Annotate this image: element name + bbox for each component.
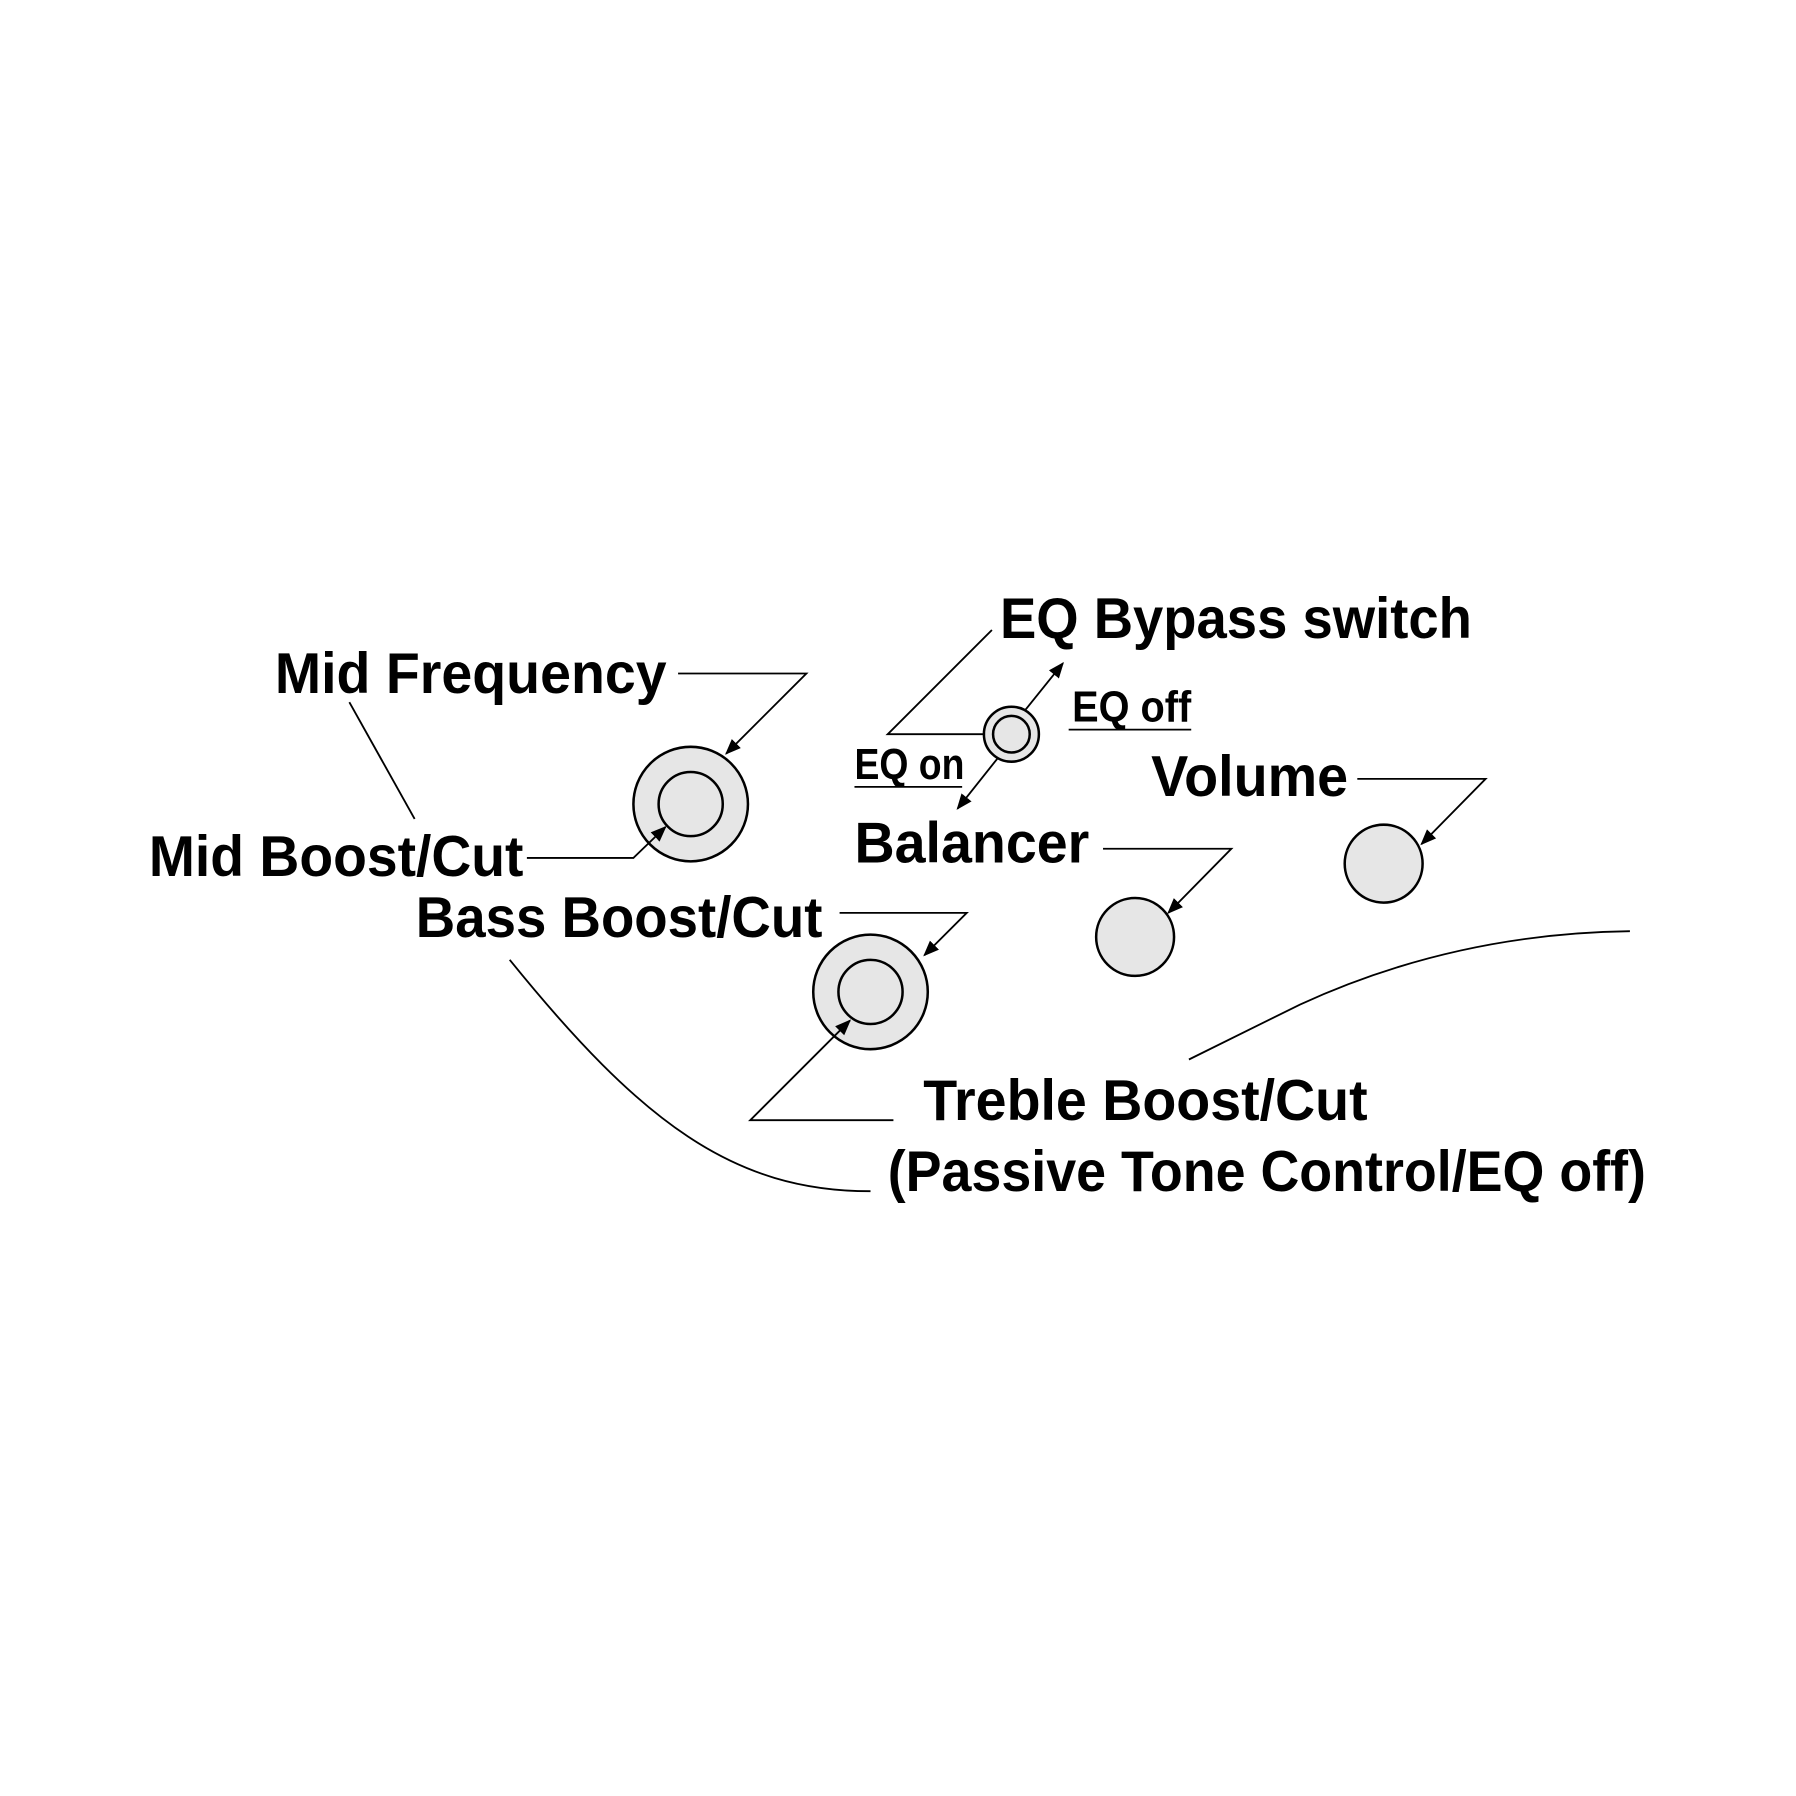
volume-label: Volume: [1151, 745, 1348, 809]
eq-on-label: EQ on: [854, 741, 964, 789]
body-outline-lower: [508, 959, 871, 1193]
mid-boost-cut-label: Mid Boost/Cut: [149, 825, 524, 889]
body-outline-right: [1188, 930, 1630, 1061]
bass-boost-cut-leader: [839, 911, 969, 957]
mid-boost-cut-leader: [526, 825, 667, 859]
treble-note-label: (Passive Tone Control/EQ off): [888, 1140, 1646, 1204]
eq-on-arrow: [956, 757, 999, 810]
balancer-label: Balancer: [854, 811, 1089, 875]
treble-boost-cut-label: Treble Boost/Cut: [923, 1069, 1367, 1133]
eq-off-label: EQ off: [1072, 684, 1192, 732]
mid-frequency-leader: [678, 672, 809, 755]
volume-leader: [1357, 777, 1488, 846]
treble-boost-cut-leader: [748, 1019, 894, 1122]
balancer-knob[interactable]: [1094, 896, 1176, 978]
eq-bypass-leader: [885, 629, 993, 736]
balancer-leader: [1103, 847, 1234, 915]
eq-off-arrow: [1024, 661, 1064, 711]
mid-frequency-label: Mid Frequency: [275, 642, 667, 706]
bass-boost-cut-label: Bass Boost/Cut: [416, 886, 823, 950]
eq-bypass-switch[interactable]: [982, 705, 1041, 763]
eq-bypass-switch-label: EQ Bypass switch: [1000, 587, 1472, 651]
bass-treble-knob[interactable]: [811, 933, 930, 1051]
mid-knob[interactable]: [632, 745, 750, 863]
body-outline-upper: [348, 701, 416, 820]
volume-knob[interactable]: [1343, 823, 1424, 904]
